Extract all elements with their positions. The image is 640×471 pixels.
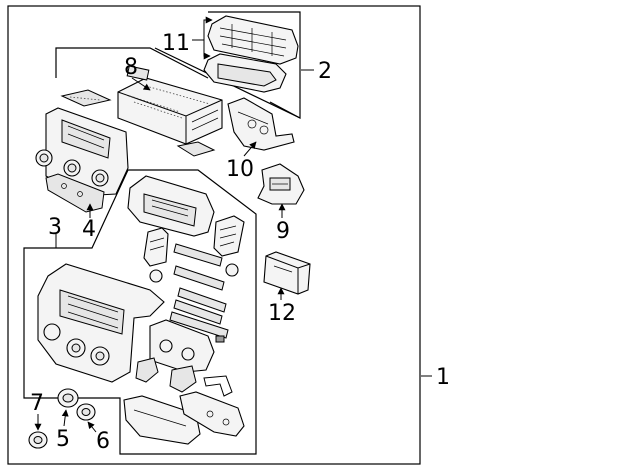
callout-9: 9 xyxy=(276,219,290,244)
part-3-vent-right xyxy=(213,215,245,257)
leader-10 xyxy=(243,141,257,157)
leader-11 xyxy=(192,16,213,41)
part-11-lower xyxy=(203,53,287,93)
callout-5: 5 xyxy=(56,427,70,452)
part-3-lower-panel xyxy=(149,319,225,373)
leader-11b xyxy=(203,40,211,60)
leader-6 xyxy=(87,421,97,433)
callout-7: 7 xyxy=(30,391,44,416)
part-3-bottom-trim xyxy=(123,395,201,445)
part-9-switch-bracket xyxy=(257,163,305,205)
part-5-knob xyxy=(57,388,79,408)
callout-2: 2 xyxy=(318,59,332,84)
callout-3: 3 xyxy=(48,215,62,240)
part-3-strips xyxy=(149,243,239,339)
leader-5 xyxy=(61,409,69,427)
group-box-3 xyxy=(23,169,257,455)
part-8-pad-left xyxy=(60,89,112,107)
assembly-frame xyxy=(7,5,421,465)
callout-4: 4 xyxy=(82,217,96,242)
part-11-upper xyxy=(207,15,299,65)
part-3-bottom-bracket xyxy=(179,391,245,437)
part-3-vent-left xyxy=(143,227,169,267)
part-8-control-unit xyxy=(117,65,223,145)
part-7-knob xyxy=(28,431,48,449)
group-box-2-top xyxy=(208,11,301,119)
callout-1: 1 xyxy=(436,365,450,390)
group-box-2 xyxy=(55,47,209,79)
callout-11: 11 xyxy=(162,31,190,56)
part-4-control-panel xyxy=(35,107,129,213)
callout-12: 12 xyxy=(268,301,296,326)
leader-8 xyxy=(131,77,151,91)
part-6-knob xyxy=(76,403,96,421)
callout-10: 10 xyxy=(226,157,254,182)
part-3-main-panel xyxy=(37,263,165,383)
part-3-small-parts xyxy=(135,357,233,397)
callout-8: 8 xyxy=(124,55,138,80)
part-8-pad-right xyxy=(176,141,216,157)
part-3-upper-bezel xyxy=(127,175,215,237)
callout-6: 6 xyxy=(96,429,110,454)
part-12-module xyxy=(263,251,311,295)
part-10-bracket xyxy=(227,97,295,151)
